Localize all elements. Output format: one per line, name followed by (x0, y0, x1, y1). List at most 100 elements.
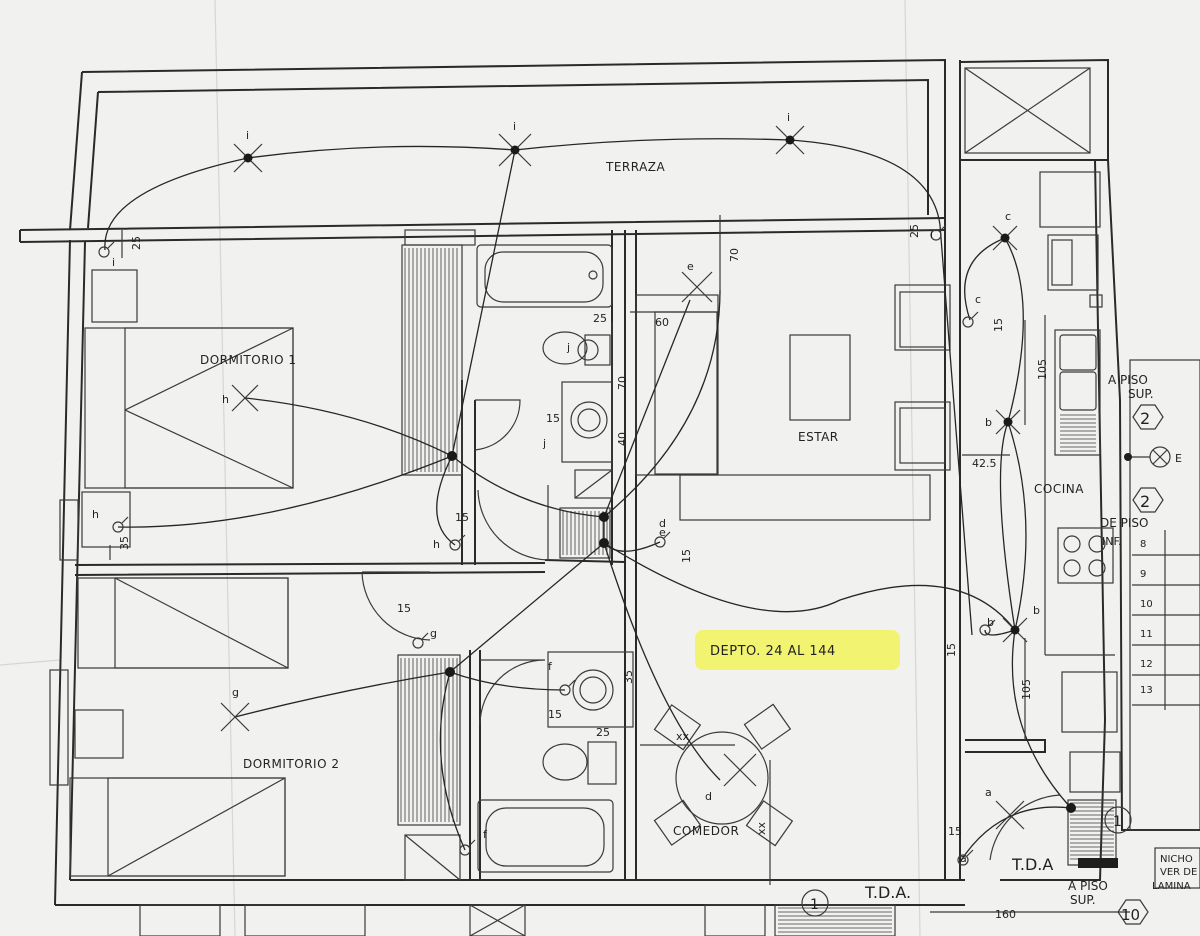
room-labels: TERRAZA DORMITORIO 1 DORMITORIO 2 ESTAR … (200, 160, 1084, 838)
bathroom-1 (476, 244, 613, 499)
e-marker: E (1175, 452, 1182, 465)
pt-f2: f (483, 828, 488, 841)
junction-box-icon (599, 512, 609, 522)
living-furniture (635, 284, 951, 521)
pt-g2: g (232, 686, 239, 699)
pt-g1: g (430, 627, 437, 640)
riser-row-13: 13 (1140, 685, 1153, 696)
room-dormitorio-1: DORMITORIO 1 (200, 353, 296, 367)
ceiling-light-icon (995, 800, 1025, 830)
de-piso-inf-line2: INF. (1102, 535, 1122, 548)
bed-dormitorio-1 (59, 269, 294, 561)
switch-icon (449, 534, 466, 551)
switch-icon (962, 311, 979, 328)
ceiling-light-icon (723, 753, 757, 787)
dim-42-5: 42.5 (972, 457, 997, 470)
room-comedor: COMEDOR (673, 824, 739, 838)
pt-h3: h (433, 538, 440, 551)
pt-j1: j (566, 341, 570, 354)
riser-row-12: 12 (1140, 659, 1153, 670)
hex-two-top: 2 (1140, 409, 1150, 428)
dim-70-top: 70 (728, 248, 741, 262)
wiring (104, 138, 1072, 863)
switch-icon (930, 224, 947, 241)
pt-d-sw: d (659, 517, 666, 530)
closet-2 (397, 654, 461, 881)
pt-f1: f (548, 660, 553, 673)
room-estar: ESTAR (798, 430, 839, 444)
dimension-lines (109, 215, 1130, 913)
pt-a2: a (960, 852, 967, 865)
dim-15-a: 15 (948, 825, 962, 838)
switch-icon (459, 839, 476, 856)
pt-i3: i (787, 111, 790, 124)
dim-15-b: 15 (945, 643, 958, 657)
riser-row-11: 11 (1140, 629, 1153, 640)
pt-j2: j (542, 437, 546, 450)
room-dormitorio-2: DORMITORIO 2 (243, 757, 339, 771)
paper-folds (0, 0, 921, 936)
reference-markers: 2 2 10 1 1 E (801, 404, 1182, 925)
dim-25-right: 25 (908, 224, 921, 238)
pt-c2: c (975, 293, 981, 306)
nicho-line2: VER DE (1160, 867, 1197, 878)
dim-105-bottom: 105 (1020, 679, 1033, 700)
ceiling-light-icon (992, 225, 1018, 251)
dim-60: 60 (655, 316, 669, 329)
bed-dormitorio-2 (49, 577, 289, 877)
dim-25-bath2: 25 (596, 726, 610, 739)
fixtures (98, 125, 1076, 866)
pt-i2: i (513, 120, 516, 133)
panel-labels: T.D.A. T.D.A A PISO SUP. DE PISO INF. A … (864, 373, 1200, 907)
pt-h1: h (222, 393, 229, 406)
junction-box-icon (447, 451, 457, 461)
hex-two-bottom: 2 (1140, 492, 1150, 511)
dim-15-hall: 15 (455, 511, 469, 524)
ceiling-light-icon (498, 133, 532, 167)
a-piso-sup-line1: A PISO (1108, 373, 1148, 387)
switch-icon (559, 679, 576, 696)
a-piso-sup-bottom-line2: SUP. (1070, 893, 1096, 907)
switch-icon (98, 241, 115, 258)
circle-one-right: 1 (1113, 814, 1122, 830)
dim-15-kitchen: 15 (992, 318, 1005, 332)
ceiling-light-icon (775, 125, 805, 155)
pt-a1: a (985, 786, 992, 799)
pt-b3: b (987, 616, 994, 629)
tda-right: T.D.A (1011, 855, 1053, 874)
dim-70-bath: 70 (616, 376, 629, 390)
dim-15-bath2: 15 (548, 708, 562, 721)
pt-c1: c (1005, 210, 1011, 223)
riser-table (1129, 359, 1200, 831)
pt-e: e (687, 260, 694, 273)
pt-e-sw: e (659, 526, 666, 539)
junction-box-icon (599, 538, 609, 548)
dim-25-left: 25 (130, 236, 143, 250)
dim-105-top: 105 (1036, 359, 1049, 380)
pt-i-right: i (930, 228, 933, 241)
nicho-line1: NICHO (1160, 854, 1193, 865)
ceiling-light-icon (231, 384, 259, 412)
dim-15-g: 15 (397, 602, 411, 615)
depto-label: DEPTO. 24 AL 144 (710, 644, 836, 659)
dimension-labels: 25 25 70 25 60 70 15 40 15 105 42.5 35 1… (118, 224, 1049, 921)
switch-icon (112, 516, 129, 533)
nicho-line3: LAMINA (1152, 881, 1191, 892)
room-cocina: COCINA (1034, 482, 1084, 496)
tda-bottom: T.D.A. (864, 883, 911, 902)
pt-b1: b (985, 416, 992, 429)
switch-icon (979, 619, 996, 636)
switch-icon (654, 531, 671, 548)
dim-xx-side: xx (755, 821, 768, 835)
riser-row-9: 9 (1140, 569, 1146, 580)
riser-numbers: 8 9 10 11 12 13 (1140, 539, 1153, 696)
kitchen-fixtures (1039, 171, 1121, 793)
dim-xx-top: xx (676, 730, 690, 743)
tda-panel-mark (1078, 858, 1118, 868)
lower-unit-strip (139, 904, 766, 936)
ceiling-light-icon (681, 271, 713, 303)
dim-40: 40 (616, 432, 629, 446)
circle-one-bottom: 1 (810, 897, 819, 913)
pt-i-left: i (112, 256, 115, 269)
